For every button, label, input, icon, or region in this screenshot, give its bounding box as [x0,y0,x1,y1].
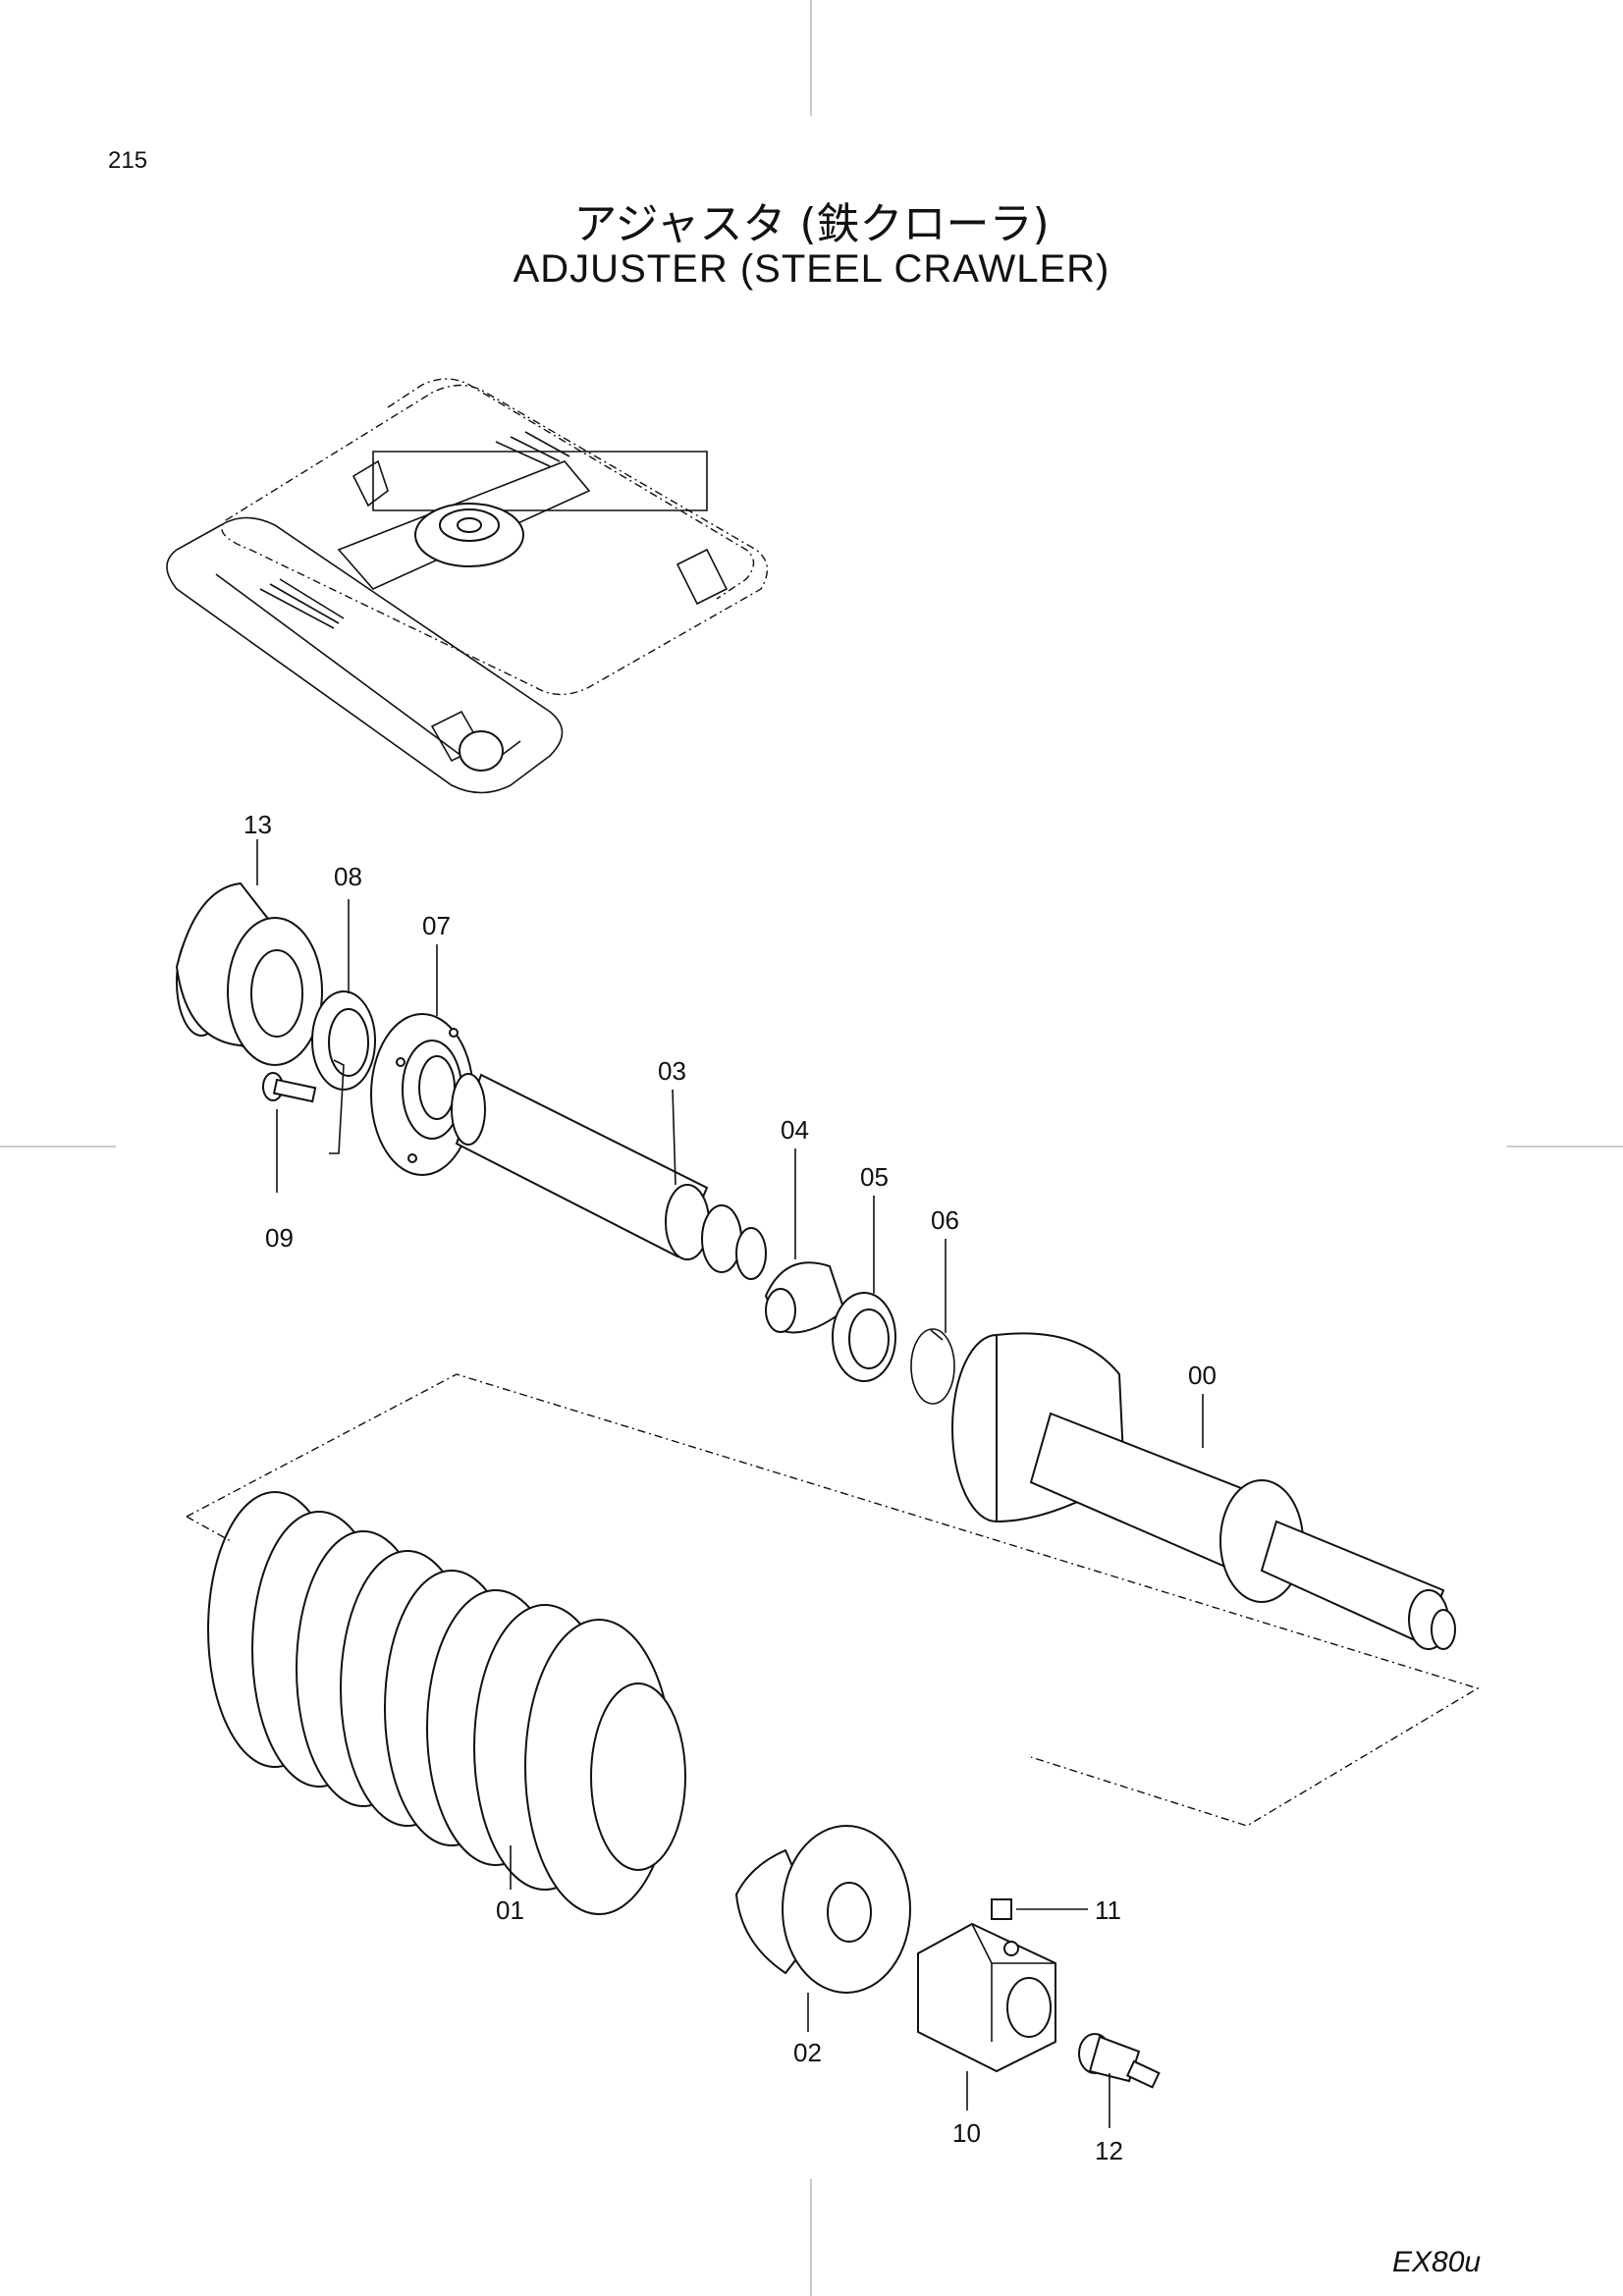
assembly-outline [186,1373,1480,1827]
callout-00: 00 [1188,1361,1217,1390]
part-00-cylinder [951,1332,1456,1650]
part-09-bolt [262,1059,345,1193]
callout-01: 01 [496,1896,524,1925]
callout-07: 07 [422,911,451,940]
callout-03: 03 [658,1056,686,1086]
part-12-fitting [1078,2033,1161,2089]
callout-10: 10 [952,2118,981,2148]
callout-04: 04 [781,1115,809,1145]
part-04-bushing [764,1261,846,1334]
title-english: ADJUSTER (STEEL CRAWLER) [513,247,1110,291]
part-01-spring [207,1491,686,1915]
undercarriage-overview [166,378,769,794]
part-05-seal [832,1292,896,1382]
part-02-spring-seat [734,1825,911,1994]
callout-06: 06 [931,1205,959,1235]
part-06-snap-ring [910,1328,955,1405]
part-07-flange [370,1013,474,1176]
assembly-outline-end [186,1516,232,1542]
callout-09: 09 [265,1223,294,1253]
callout-11: 11 [1095,1896,1121,1925]
callout-labels: 13 08 07 03 04 05 06 00 09 01 02 11 10 1… [243,810,1217,2165]
part-10-nut [917,1922,1056,2073]
callout-05: 05 [860,1162,889,1192]
callout-13: 13 [243,810,272,839]
callout-02: 02 [793,2038,822,2067]
leader-lines [256,839,1204,2128]
part-03-rod [451,1073,767,1280]
part-11-plug [991,1898,1012,1920]
part-08-ring [311,990,376,1091]
title-japanese: アジャスタ (鉄クローラ) [573,199,1050,249]
callout-12: 12 [1095,2136,1123,2165]
part-13-bracket [175,881,323,1066]
callout-08: 08 [334,862,362,891]
page-number: 215 [108,147,148,174]
model-code: EX80u [1392,2246,1482,2278]
